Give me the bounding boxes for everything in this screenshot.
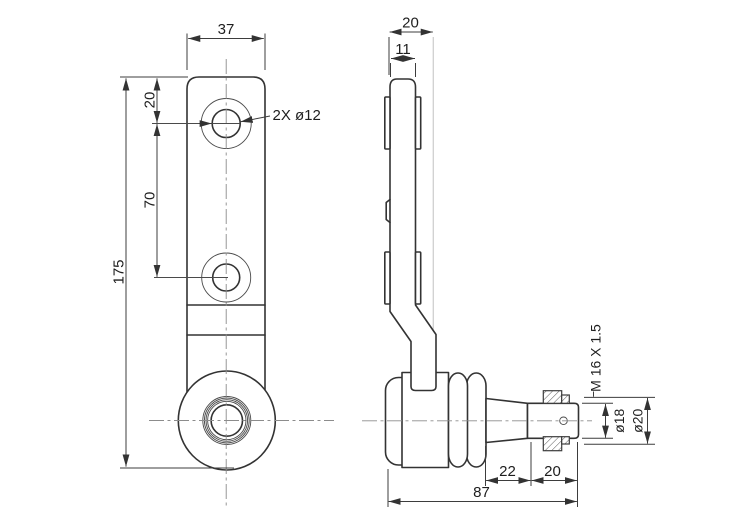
dim-front-width: 37 <box>186 21 266 70</box>
dim-front-hole-spacing: 70 <box>142 124 161 277</box>
threaded-shaft <box>526 402 580 440</box>
dim-side-shaft-dia: ø18 <box>582 402 627 439</box>
dim-side-hub-width: 20 <box>388 15 433 75</box>
front-hole-spacing-label: 70 <box>142 192 159 209</box>
front-width-label: 37 <box>218 21 235 38</box>
front-holes-label: 2X ø12 <box>273 107 321 124</box>
boss-plate-upper-left <box>383 96 391 150</box>
front-hole-offset-label: 20 <box>142 92 159 109</box>
dim-front-holes-callout: 2X ø12 <box>199 107 321 127</box>
dim-side-shoulder-dia: ø20 <box>584 396 655 445</box>
arm-edge-notch <box>385 198 391 224</box>
nut-section-top <box>542 390 570 404</box>
side-shaft-dia-label: ø18 <box>611 409 627 433</box>
front-view: 37 20 70 175 2X ø12 <box>111 21 334 506</box>
dim-side-taper-length: 22 <box>485 442 532 486</box>
side-total-length-label: 87 <box>473 484 490 501</box>
side-shoulder-dia-label: ø20 <box>630 409 646 433</box>
spacer-ring-1 <box>447 372 469 468</box>
spacer-ring-2 <box>465 372 487 468</box>
side-hub-width-label: 20 <box>402 15 419 32</box>
nut-section-bottom <box>542 436 570 452</box>
thread-spec-callout: M 16 X 1.5 <box>588 324 604 397</box>
side-taper-length-label: 22 <box>499 463 516 480</box>
lever-plate-outline <box>186 76 266 401</box>
side-bar-thickness-label: 11 <box>395 41 411 58</box>
dim-front-hole-offset: 20 <box>142 78 161 123</box>
boss-plate-lower-right <box>414 251 422 305</box>
front-height-label: 175 <box>111 259 128 284</box>
side-view: 20 11 22 20 87 <box>362 15 655 507</box>
thread-spec-label: M 16 X 1.5 <box>588 324 604 392</box>
lever-arm-side-outline <box>389 78 437 392</box>
dim-side-bar-thickness: 11 <box>390 41 416 77</box>
dim-side-total-length: 87 <box>387 469 577 507</box>
boss-plate-lower-left <box>383 251 391 305</box>
side-thread-length-label: 20 <box>544 463 561 480</box>
dim-side-thread-length: 20 <box>531 442 578 507</box>
dim-front-height: 175 <box>111 76 234 469</box>
boss-plate-upper-right <box>414 96 422 150</box>
